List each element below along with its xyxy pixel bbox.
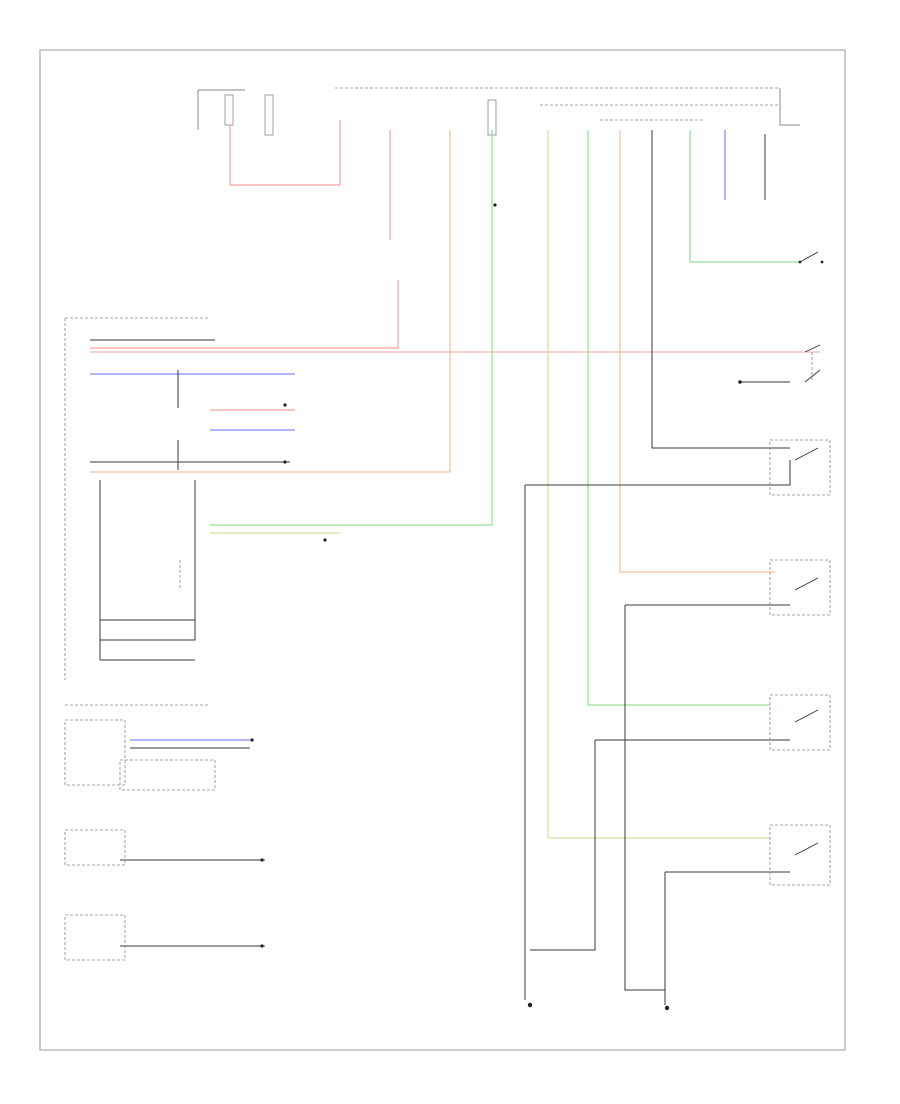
instrument-cluster-box — [64, 719, 216, 791]
rear-window-switch-box — [64, 829, 126, 866]
switch-key-reminder — [804, 344, 821, 383]
green-wire-mid-right — [587, 130, 770, 706]
red-wire-group — [90, 120, 820, 353]
orange-wire-right — [619, 130, 775, 573]
fuse-block-left — [197, 89, 274, 136]
fuse-block-right — [335, 87, 800, 136]
green-wire-top-right — [689, 130, 800, 263]
diagram-frame — [39, 49, 846, 1051]
yellow-green-wire — [547, 130, 770, 839]
switch-driver-door — [798, 251, 824, 264]
red-wire-top-loop — [229, 120, 341, 186]
switch-rear-left-door — [769, 824, 831, 886]
black-wire-group — [90, 130, 791, 1005]
switch-rear-right-door — [769, 559, 831, 616]
fuse-left-2 — [264, 94, 274, 136]
fuse-left-1 — [224, 94, 234, 126]
passenger-switch-box — [64, 914, 126, 961]
red-wire-branch — [90, 280, 399, 349]
green-wire-long — [210, 130, 493, 526]
green-wire-group — [210, 130, 800, 706]
fuse-right-1 — [487, 99, 497, 136]
switch-front-right-door — [769, 439, 831, 496]
integrated-control-module — [64, 317, 210, 706]
switch-front-left-door — [769, 694, 831, 751]
ground-symbol-left — [527, 1002, 533, 1008]
orange-wire-left — [90, 130, 451, 473]
ground-symbol-right — [664, 1005, 670, 1011]
junction-dots — [250, 203, 742, 948]
